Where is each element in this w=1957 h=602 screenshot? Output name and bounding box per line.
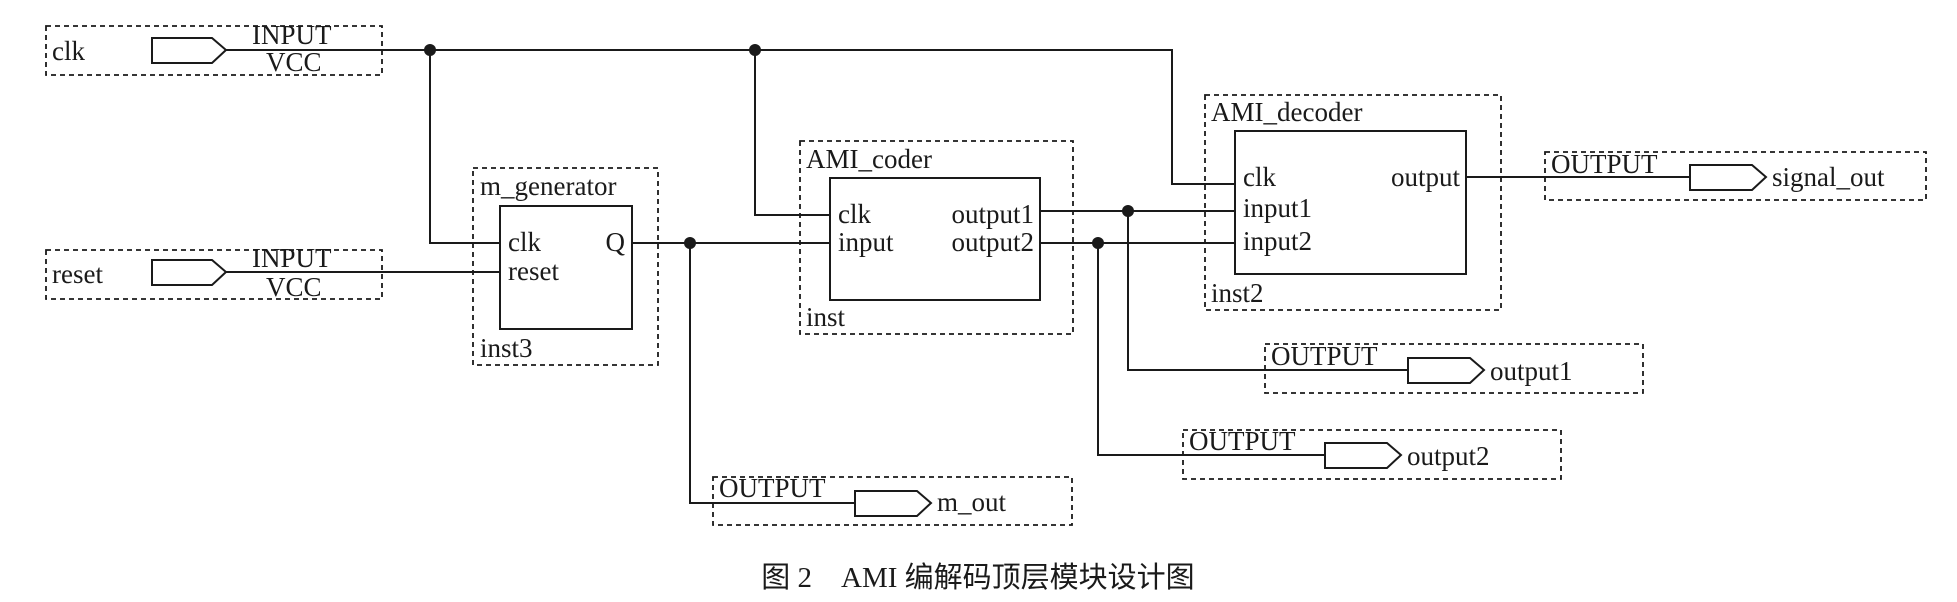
port-input: input — [838, 227, 894, 257]
block-m-generator: m_generator inst3 clk reset Q — [472, 167, 659, 366]
input-pin-shape — [151, 259, 228, 286]
output-pin-name: output2 — [1407, 441, 1490, 471]
wire-q-m-out — [689, 243, 855, 504]
input-pin-shape — [151, 37, 228, 64]
junction-dot — [1092, 237, 1104, 249]
block-ami-coder: AMI_coder inst clk input output1 output2 — [799, 140, 1074, 335]
output-pin-type: OUTPUT — [1189, 426, 1296, 456]
input-pin-name: reset — [52, 259, 103, 289]
output-pin-type: OUTPUT — [1271, 341, 1378, 371]
input-pin-type: INPUT — [252, 20, 332, 50]
junction-dot — [749, 44, 761, 56]
block-instance: inst2 — [1211, 278, 1264, 308]
wire-output1-out — [1127, 211, 1408, 371]
port-clk: clk — [508, 227, 541, 257]
output-pin-name: m_out — [937, 487, 1007, 517]
junctions — [424, 44, 1134, 249]
output-pin-type: OUTPUT — [719, 473, 826, 503]
input-pin-reset: reset INPUT VCC — [45, 243, 383, 302]
block-instance: inst — [806, 302, 846, 332]
wire-output2-out — [1097, 243, 1325, 456]
port-input1: input1 — [1243, 193, 1312, 223]
output-pin-output1: OUTPUT output1 — [1264, 341, 1644, 394]
output-pin-shape — [854, 490, 933, 517]
output-pin-m-out: OUTPUT m_out — [712, 473, 1073, 526]
output-pin-output2: OUTPUT output2 — [1182, 426, 1562, 480]
wires — [382, 49, 1690, 504]
block-body — [829, 177, 1041, 301]
wire-clk-ami-coder — [754, 50, 830, 216]
block-title: AMI_coder — [806, 144, 932, 174]
input-pin-value: VCC — [266, 47, 322, 77]
output-pin-frame — [712, 476, 1073, 526]
block-title: AMI_decoder — [1211, 97, 1362, 127]
block-body — [499, 205, 633, 330]
port-clk: clk — [838, 199, 871, 229]
output-pin-name: signal_out — [1772, 162, 1885, 192]
block-frame — [472, 167, 659, 366]
block-frame — [799, 140, 1074, 335]
port-reset: reset — [508, 256, 559, 286]
port-output: output — [1391, 162, 1461, 192]
output-pin-name: output1 — [1490, 356, 1573, 386]
port-q: Q — [606, 227, 626, 257]
block-instance: inst3 — [480, 333, 533, 363]
wire-clk-main — [382, 49, 1235, 185]
output-pin-shape — [1689, 164, 1768, 191]
wire-clk-m-generator — [429, 50, 500, 244]
input-pin-name: clk — [52, 36, 85, 66]
output-pin-frame — [1264, 343, 1644, 394]
block-body — [1234, 130, 1467, 275]
output-pin-frame — [1544, 151, 1927, 201]
output-pin-type: OUTPUT — [1551, 149, 1658, 179]
input-pin-value: VCC — [266, 272, 322, 302]
input-pin-type: INPUT — [252, 243, 332, 273]
output-pin-frame — [1182, 429, 1562, 480]
port-output2: output2 — [951, 227, 1034, 257]
block-frame — [1204, 94, 1502, 311]
port-input2: input2 — [1243, 226, 1312, 256]
port-clk: clk — [1243, 162, 1276, 192]
output-pin-signal-out: OUTPUT signal_out — [1544, 149, 1927, 201]
figure-caption: 图 2 AMI 编解码顶层模块设计图 — [761, 561, 1194, 594]
junction-dot — [684, 237, 696, 249]
block-title: m_generator — [480, 171, 616, 201]
input-pin-clk: clk INPUT VCC — [45, 20, 383, 77]
output-pin-shape — [1324, 442, 1403, 469]
input-pin-frame — [45, 249, 383, 300]
port-output1: output1 — [951, 199, 1034, 229]
junction-dot — [424, 44, 436, 56]
output-pin-shape — [1407, 357, 1486, 384]
junction-dot — [1122, 205, 1134, 217]
block-ami-decoder: AMI_decoder inst2 clk input1 input2 outp… — [1204, 94, 1502, 311]
